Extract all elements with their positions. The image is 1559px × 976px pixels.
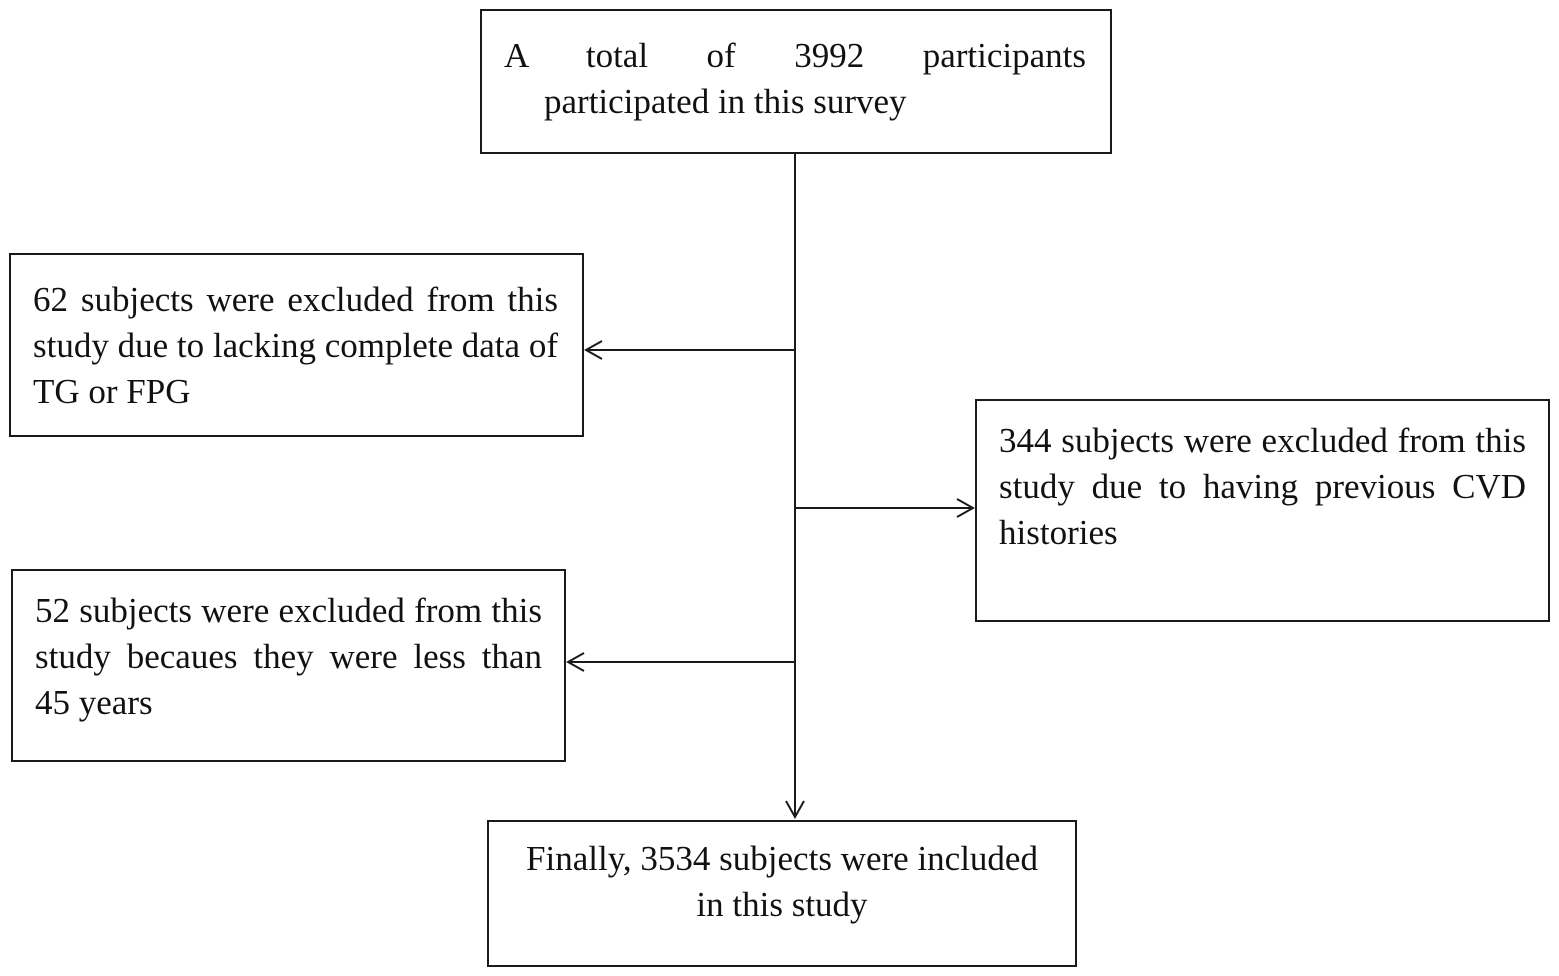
total-participants-line2: participated in this survey xyxy=(544,82,907,121)
final-included-box: Finally, 3534 subjects were included in … xyxy=(487,820,1077,967)
excluded-cvd-history-box: 344 subjects were excluded from this stu… xyxy=(975,399,1550,622)
excluded-age-box: 52 subjects were excluded from this stud… xyxy=(11,569,566,762)
excluded-incomplete-data-text: 62 subjects were excluded from this stud… xyxy=(33,280,558,411)
total-participants-line1: A total of 3992 participants xyxy=(504,36,1086,75)
excluded-age-text: 52 subjects were excluded from this stud… xyxy=(35,591,542,722)
excluded-incomplete-data-box: 62 subjects were excluded from this stud… xyxy=(9,253,584,437)
final-included-text: Finally, 3534 subjects were included in … xyxy=(526,839,1038,924)
total-participants-box: A total of 3992 participants participate… xyxy=(480,9,1112,154)
excluded-cvd-history-text: 344 subjects were excluded from this stu… xyxy=(999,421,1526,552)
